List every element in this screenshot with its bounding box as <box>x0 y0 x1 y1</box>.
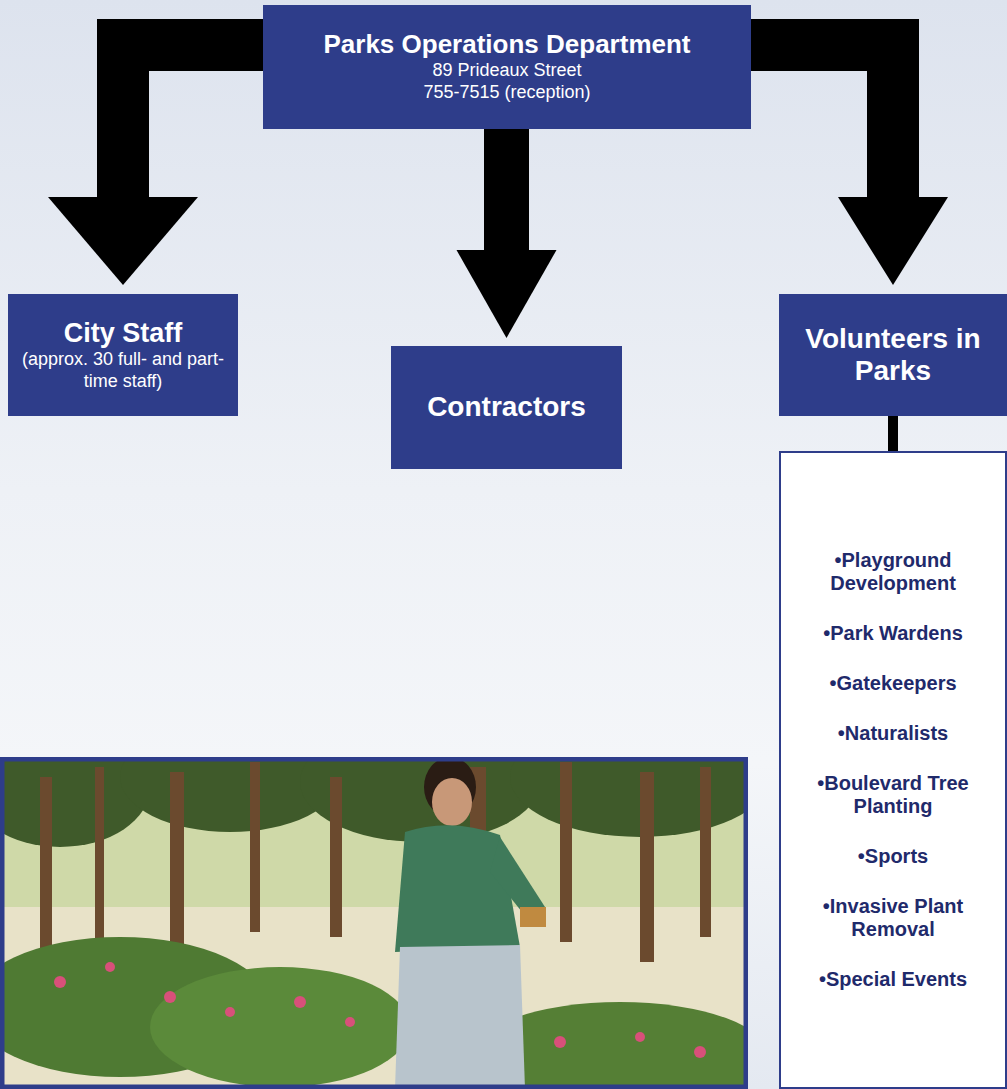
list-item: •Invasive Plant Removal <box>789 895 997 941</box>
box-title: Volunteers in Parks <box>787 323 999 387</box>
org-box: Parks Operations Department89 Prideaux S… <box>263 5 751 129</box>
flow-arrow <box>484 129 529 250</box>
volunteer-list-box: •Playground Development •Park Wardens •Gat… <box>779 451 1007 1089</box>
department-title: Parks Operations Department <box>323 30 690 60</box>
list-item: •Park Wardens <box>823 622 963 645</box>
tree-foliage <box>0 757 748 847</box>
connector-line <box>888 416 898 451</box>
photo-frame <box>2 759 746 1087</box>
list-item: •Special Events <box>819 968 967 991</box>
address-text: 89 Prideaux Street <box>432 60 581 82</box>
list-item: •Boulevard Tree Planting <box>789 772 997 818</box>
gardener-figure <box>395 757 546 1089</box>
flower-beds <box>0 937 748 1089</box>
flow-arrow <box>751 45 893 197</box>
list-item: •Sports <box>858 845 928 868</box>
list-item: •Naturalists <box>838 722 948 745</box>
gardener-photo <box>0 757 748 1089</box>
phone-text: 755-7515 (reception) <box>423 82 590 104</box>
org-box: Volunteers in Parks <box>779 294 1007 416</box>
box-title: Contractors <box>427 391 586 423</box>
org-box: Contractors <box>391 346 622 469</box>
list-item: •Gatekeepers <box>829 672 956 695</box>
flow-arrow <box>123 45 263 197</box>
list-item: •Playground Development <box>789 549 997 595</box>
box-title: City Staff <box>64 318 183 349</box>
box-note: (approx. 30 full- and part-time staff) <box>16 349 230 392</box>
org-box: City Staff(approx. 30 full- and part-tim… <box>8 294 238 416</box>
